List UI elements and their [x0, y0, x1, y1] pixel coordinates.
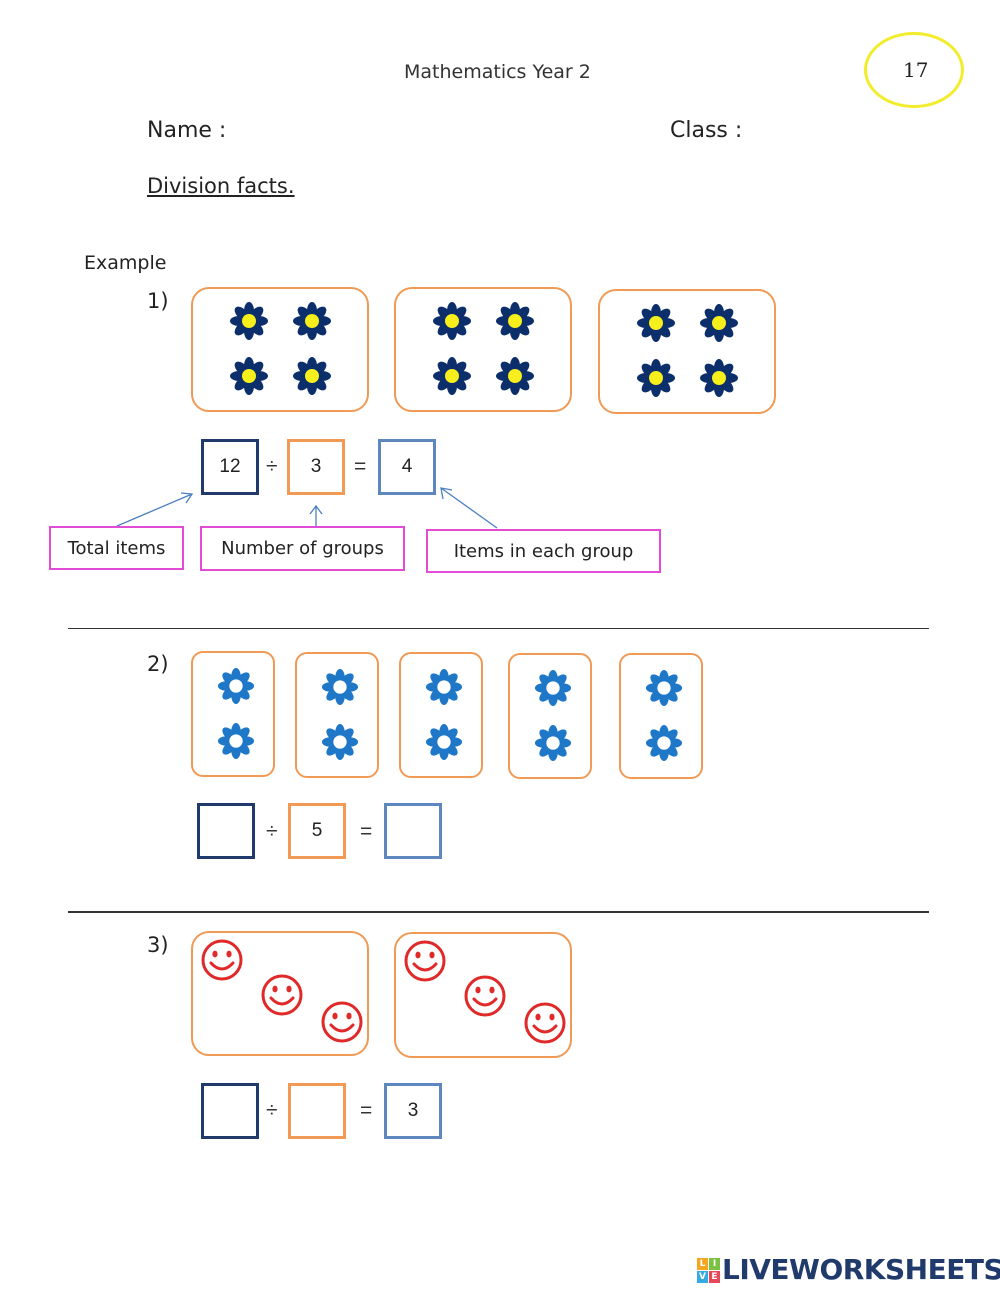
item-group	[295, 652, 379, 778]
item-group	[191, 287, 369, 412]
logo-letter: V	[697, 1271, 708, 1283]
number-of-groups-input[interactable]	[288, 1083, 346, 1139]
number-of-groups-box: 3	[287, 439, 345, 495]
arrow-head	[309, 504, 323, 515]
blue-flower-icon	[645, 669, 683, 707]
arrow-head	[180, 492, 194, 504]
items-each-group-label: Items in each group	[426, 529, 661, 573]
divide-symbol: ÷	[266, 455, 278, 478]
item-group	[399, 652, 483, 778]
liveworksheets-logo-text: LIVEWORKSHEETS	[722, 1253, 1000, 1286]
question-number: 3)	[147, 933, 169, 957]
page-number-circle	[864, 32, 964, 108]
items-each-group-input[interactable]	[384, 803, 442, 859]
number-of-groups-box: 5	[288, 803, 346, 859]
question-number: 1)	[147, 289, 169, 313]
item-group	[619, 653, 703, 779]
blue-flower-icon	[321, 668, 359, 706]
annotation-arrows	[116, 487, 498, 529]
blue-flower-icon	[321, 723, 359, 761]
smiley-icon	[320, 1000, 364, 1044]
item-group	[191, 931, 369, 1056]
total-items-label: Total items	[49, 526, 184, 570]
topic-heading: Division facts.	[147, 174, 295, 198]
items-each-group-box: 4	[378, 439, 436, 495]
total-items-input[interactable]	[197, 803, 255, 859]
item-group	[598, 289, 776, 414]
equals-symbol: =	[360, 1099, 373, 1122]
logo-letter: E	[709, 1271, 720, 1283]
arrow-line	[116, 493, 193, 527]
smiley-icon	[200, 938, 244, 982]
section-divider	[68, 911, 929, 913]
blue-flower-icon	[645, 724, 683, 762]
blue-flower-icon	[425, 723, 463, 761]
smiley-icon	[463, 974, 507, 1018]
name-label: Name :	[147, 118, 227, 143]
blue-flower-icon	[534, 724, 572, 762]
total-items-box: 12	[201, 439, 259, 495]
class-label: Class :	[670, 118, 743, 143]
blue-flower-icon	[425, 668, 463, 706]
equals-symbol: =	[354, 455, 367, 478]
arrow-line	[440, 487, 498, 529]
item-group	[508, 653, 592, 779]
blue-flower-icon	[217, 667, 255, 705]
liveworksheets-logo-icon: L I V E	[697, 1258, 721, 1284]
items-each-group-box: 3	[384, 1083, 442, 1139]
divide-symbol: ÷	[266, 820, 278, 843]
worksheet-title: Mathematics Year 2	[404, 61, 591, 83]
logo-letter: I	[709, 1258, 720, 1270]
total-items-input[interactable]	[201, 1083, 259, 1139]
blue-flower-icon	[217, 722, 255, 760]
item-group	[394, 932, 572, 1058]
smiley-icon	[523, 1001, 567, 1045]
number-of-groups-label: Number of groups	[200, 526, 405, 571]
section-divider	[68, 628, 929, 629]
arrow-head	[440, 487, 453, 500]
item-group	[394, 287, 572, 412]
blue-flower-icon	[534, 669, 572, 707]
page-number: 17	[903, 58, 929, 82]
logo-letter: L	[697, 1258, 708, 1270]
smiley-icon	[403, 939, 447, 983]
divide-symbol: ÷	[266, 1099, 278, 1122]
question-number: 2)	[147, 652, 169, 676]
item-group	[191, 651, 275, 777]
equals-symbol: =	[360, 820, 373, 843]
example-label: Example	[84, 252, 167, 274]
smiley-icon	[260, 973, 304, 1017]
